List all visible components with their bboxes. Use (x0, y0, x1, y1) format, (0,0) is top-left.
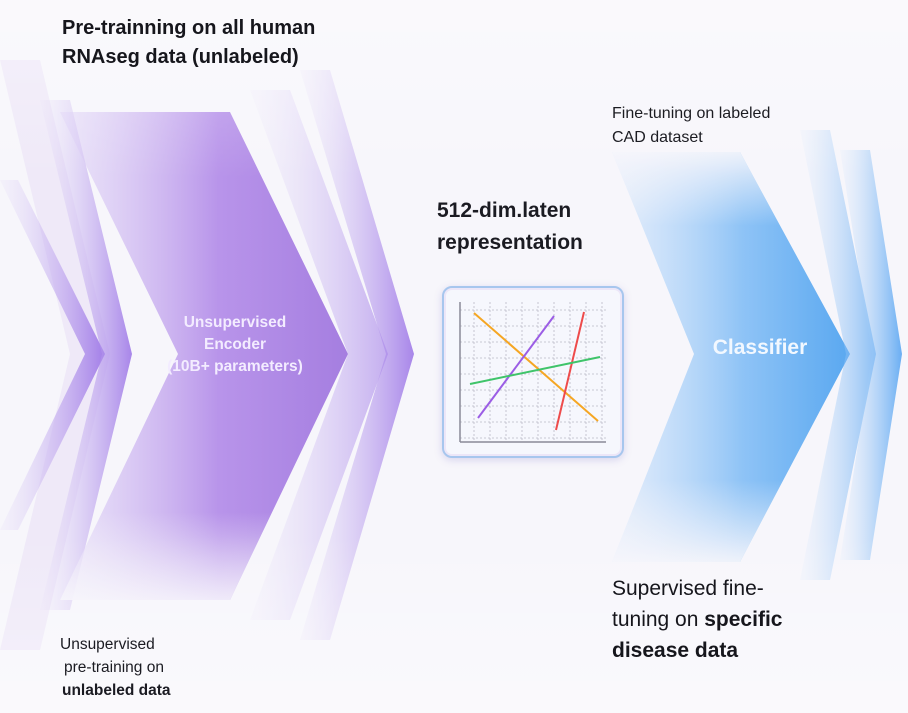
latent-plot-card (442, 286, 624, 458)
sup-caption-line3-bold: disease data (612, 639, 739, 662)
unsupervised-pretraining-caption: Unsupervised pre-training on unlabeled d… (60, 633, 260, 702)
sup-caption-line2: tuning on specific (612, 604, 892, 635)
sup-caption-line3: disease data (612, 635, 892, 666)
sup-caption-line1: Supervised fine- (612, 577, 764, 600)
purple-line (477, 315, 555, 419)
finetuning-title: Fine-tuning on labeled CAD dataset (612, 102, 872, 150)
finetuning-title-line2: CAD dataset (612, 129, 703, 146)
pretraining-title: Pre-trainning on all human RNAseg data (… (62, 17, 316, 68)
encoder-label-line3: (10B+ parameters) (167, 358, 303, 375)
finetuning-title-line1: Fine-tuning on labeled (612, 105, 771, 122)
encoder-label-line2: Encoder (203, 336, 266, 353)
latent-representation-title: 512-dim.laten representation (437, 195, 657, 259)
green-line (469, 356, 601, 385)
red-line (555, 311, 585, 431)
encoder-label: Unsupervised Encoder (10B+ parameters) (140, 312, 330, 378)
latent-title-line2: representation (437, 231, 583, 254)
orange-line (473, 312, 599, 422)
sup-caption-line2-bold: specific (704, 608, 783, 631)
encoder-label-line1: Unsupervised (183, 314, 287, 331)
sup-caption-line2-normal: tuning on (612, 608, 705, 631)
unsup-caption-line3: unlabeled data (62, 682, 171, 699)
unsup-caption-line2: pre-training on (64, 659, 164, 676)
line-plot-icon (459, 302, 606, 443)
latent-title-line1: 512-dim.laten (437, 199, 572, 222)
unsup-caption-line1: Unsupervised (60, 636, 155, 653)
supervised-finetuning-caption: Supervised fine- tuning on specific dise… (612, 573, 892, 666)
classifier-label: Classifier (712, 336, 808, 359)
